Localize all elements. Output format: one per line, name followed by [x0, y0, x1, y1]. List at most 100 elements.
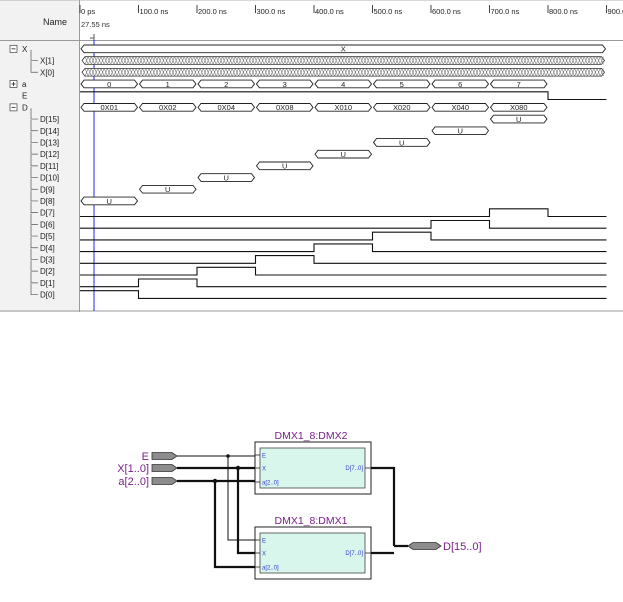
bus-value-label: X — [341, 45, 346, 54]
signal-row[interactable]: D[1] — [30, 272, 607, 288]
time-tick-label: 500.0 ns — [374, 7, 403, 16]
digital-waveform — [80, 91, 607, 101]
input-pin-a[interactable]: a[2..0] — [118, 476, 178, 488]
tree-connector — [30, 236, 38, 249]
signal-row[interactable]: D[4] — [30, 236, 607, 253]
bus-value-label: 0X01 — [100, 103, 118, 112]
wire-junction — [235, 465, 241, 471]
bus-segment: 0X04 — [197, 103, 256, 112]
tree-connector — [30, 190, 38, 202]
block-output-port: D[7..0] — [345, 551, 363, 557]
bus-segment: U — [372, 138, 431, 147]
block-output-port: D[7..0] — [345, 466, 363, 472]
tree-connector — [30, 131, 38, 143]
signal-row[interactable]: D[15]U — [30, 108, 548, 124]
wire-junction — [226, 454, 230, 458]
signal-row[interactable]: D[2] — [30, 260, 607, 276]
output-pin-label: D[15..0] — [443, 541, 482, 553]
signal-name: D[8] — [40, 197, 55, 206]
input-pin-arrow — [151, 477, 178, 485]
signal-name: X[1] — [40, 57, 54, 66]
signal-row[interactable]: D[7] — [30, 201, 607, 218]
signal-name: D[1] — [40, 279, 55, 288]
signal-name: D[7] — [40, 209, 55, 218]
tree-connector — [30, 213, 38, 225]
signal-name: D[6] — [40, 220, 55, 229]
tree-connector — [30, 61, 38, 73]
bus-value-label: X080 — [510, 103, 528, 112]
bus-value-label: 0X08 — [276, 103, 294, 112]
bus-value-label: U — [282, 162, 287, 171]
time-tick-label: 600.0 ns — [432, 7, 461, 16]
signal-row[interactable]: D[6] — [30, 213, 607, 230]
bus-segment: X — [80, 44, 607, 54]
digital-waveform — [80, 231, 607, 241]
bus-value-label: X040 — [451, 103, 469, 112]
tree-connector — [30, 283, 38, 295]
bus-segment: U — [197, 173, 256, 182]
digital-waveform — [80, 243, 607, 253]
signal-row[interactable]: D[8] U — [30, 190, 139, 206]
schematic-wires — [177, 454, 408, 569]
signal-row[interactable]: D[11] U — [30, 155, 314, 171]
signal-row[interactable]: D[13] U — [30, 131, 431, 148]
input-pin-label: a[2..0] — [118, 476, 149, 488]
bus-segment: 6 — [431, 79, 490, 89]
input-pin-label: X[1..0] — [117, 463, 149, 475]
tree-connector — [30, 108, 38, 120]
block-input-port: E — [262, 454, 266, 460]
signal-row[interactable]: D[10]U — [30, 166, 256, 183]
unknown-value-hatch — [81, 56, 606, 65]
signal-name: D[12] — [40, 150, 59, 159]
block-input-port: X — [262, 467, 266, 473]
signal-row[interactable]: D[3] — [30, 248, 607, 265]
bus-segment: 3 — [255, 79, 314, 89]
time-tick-label: 0 ps — [81, 7, 95, 16]
bus-value-label: 0X02 — [159, 103, 177, 112]
wire-junction — [212, 478, 218, 484]
bus-segment: 0X01 — [80, 103, 139, 112]
bus-value-label: U — [224, 173, 229, 182]
time-tick-label: 400.0 ns — [315, 7, 344, 16]
digital-waveform — [80, 208, 607, 218]
signal-row[interactable]: D[5] — [30, 225, 607, 241]
signal-row[interactable]: D[12]U — [30, 143, 373, 159]
block-input-port: X — [262, 552, 266, 558]
input-pin-e[interactable]: E — [142, 451, 178, 463]
tree-connector — [30, 143, 38, 155]
signal-name: D — [22, 103, 28, 112]
wire-x-bus — [177, 466, 255, 555]
tree-connector — [30, 225, 38, 237]
bus-value-label: 6 — [458, 80, 462, 89]
signal-row[interactable]: D[9]U — [30, 178, 197, 194]
input-pin-x[interactable]: X[1..0] — [117, 463, 178, 475]
signal-name: a — [22, 80, 27, 89]
signal-row[interactable]: X[0] — [30, 61, 606, 77]
signal-row[interactable]: X[1] — [30, 49, 606, 66]
bus-value-label: 4 — [341, 80, 345, 89]
signal-row[interactable]: D[14]U — [30, 119, 490, 136]
expand-icon[interactable] — [9, 80, 18, 88]
tree-connector — [30, 201, 38, 213]
signal-name: D[11] — [40, 162, 59, 171]
bus-value-label: U — [107, 197, 112, 206]
digital-waveform — [80, 266, 607, 276]
signal-name: D[13] — [40, 138, 59, 147]
signal-row[interactable]: E — [22, 91, 607, 101]
signal-row[interactable]: D[0] — [30, 283, 607, 300]
bus-segment: 5 — [372, 79, 431, 89]
signal-name: D[0] — [40, 291, 55, 300]
bus-segment: U — [255, 161, 314, 171]
input-pin-arrow — [151, 452, 178, 460]
bus-value-label: 0 — [107, 80, 111, 89]
output-pin-d[interactable]: D[15..0] — [407, 541, 482, 553]
collapse-icon[interactable] — [9, 103, 18, 112]
collapse-icon[interactable] — [9, 44, 18, 53]
bus-segment: X040 — [431, 103, 490, 112]
